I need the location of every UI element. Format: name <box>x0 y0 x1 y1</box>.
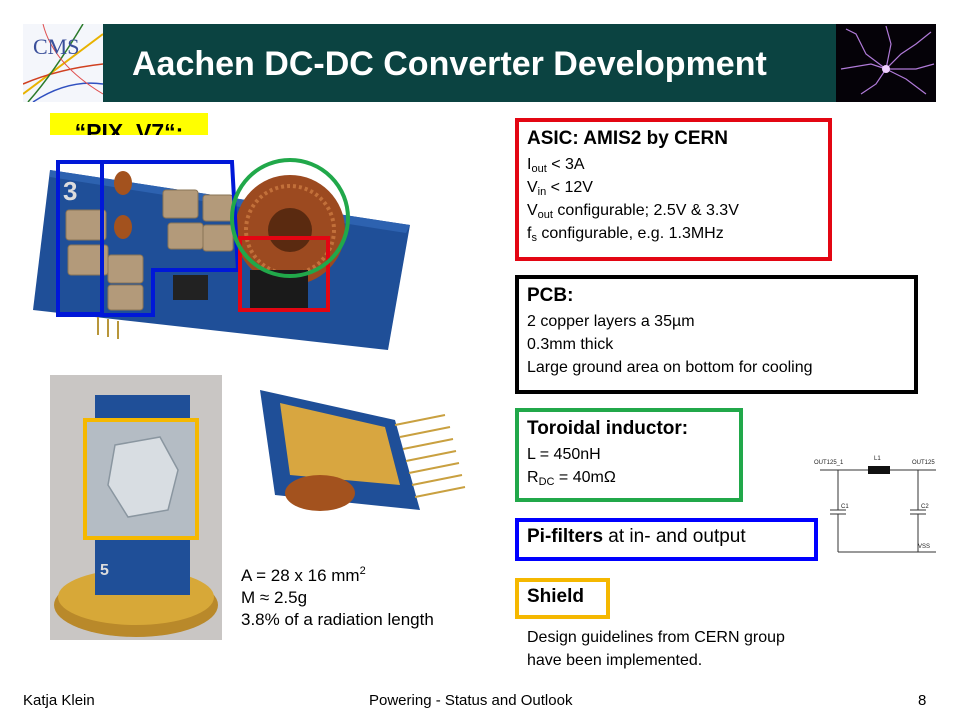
cms-logo: CMS <box>22 23 104 103</box>
svg-text:C2: C2 <box>921 504 929 510</box>
pcb-heading: PCB: <box>527 285 574 306</box>
stat-radiation-length: 3.8% of a radiation length <box>241 610 434 629</box>
stat-mass: M ≈ 2.5g <box>241 588 308 607</box>
asic-iout: Iout < 3A <box>527 156 585 175</box>
shield-box: Shield <box>515 578 610 619</box>
asic-vout: Vout configurable; 2.5V & 3.3V <box>527 202 739 221</box>
shield-heading: Shield <box>527 586 585 607</box>
pi-filter-schematic: OUT125_1 OUT125 L1 C1 C2 VSS <box>808 442 948 572</box>
toroid-inductance: L = 450nH <box>527 446 601 463</box>
stat-area: A = 28 x 16 mm2 <box>241 565 366 586</box>
svg-text:3: 3 <box>63 176 77 206</box>
title-banner <box>23 24 936 102</box>
plasma-ball-image <box>836 24 936 102</box>
asic-heading: ASIC: AMIS2 by CERN <box>527 128 728 149</box>
slide-title: Aachen DC-DC Converter Development <box>132 45 767 83</box>
module-backside-photo <box>245 375 473 533</box>
shield-description: Design guidelines from CERN group have b… <box>527 629 785 669</box>
svg-text:5: 5 <box>100 562 109 579</box>
footer-page-number: 8 <box>918 692 927 709</box>
svg-text:VSS: VSS <box>918 544 930 550</box>
shielded-module-on-coin-photo: 5 <box>50 375 222 640</box>
pcb-line-3: Large ground area on bottom for cooling <box>527 359 813 376</box>
pi-filter-box: Pi-filters at in- and output <box>515 518 818 561</box>
dcdc-module-photo: 3 <box>28 135 423 368</box>
asic-box: ASIC: AMIS2 by CERN Iout < 3A Vin < 12V … <box>515 118 832 261</box>
svg-text:OUT125_1: OUT125_1 <box>814 460 844 466</box>
svg-text:OUT125: OUT125 <box>912 460 935 466</box>
toroidal-inductor-box: Toroidal inductor: L = 450nH RDC = 40mΩ <box>515 408 743 502</box>
pcb-line-1: 2 copper layers a 35µm <box>527 313 695 330</box>
footer-talk-title: Powering - Status and Outlook <box>369 692 573 709</box>
asic-fs: fs configurable, e.g. 1.3MHz <box>527 225 724 244</box>
toroid-heading: Toroidal inductor: <box>527 418 689 439</box>
pi-filter-text: Pi-filters at in- and output <box>527 526 746 547</box>
footer-author: Katja Klein <box>23 692 95 709</box>
pcb-line-2: 0.3mm thick <box>527 336 614 353</box>
svg-text:L1: L1 <box>874 456 881 462</box>
module-stats: A = 28 x 16 mm2 M ≈ 2.5g 3.8% of a radia… <box>241 565 434 631</box>
pcb-box: PCB: 2 copper layers a 35µm 0.3mm thick … <box>515 275 918 394</box>
asic-vin: Vin < 12V <box>527 179 593 198</box>
svg-text:C1: C1 <box>841 504 849 510</box>
toroid-resistance: RDC = 40mΩ <box>527 469 616 488</box>
cms-logo-text: CMS <box>33 34 79 59</box>
